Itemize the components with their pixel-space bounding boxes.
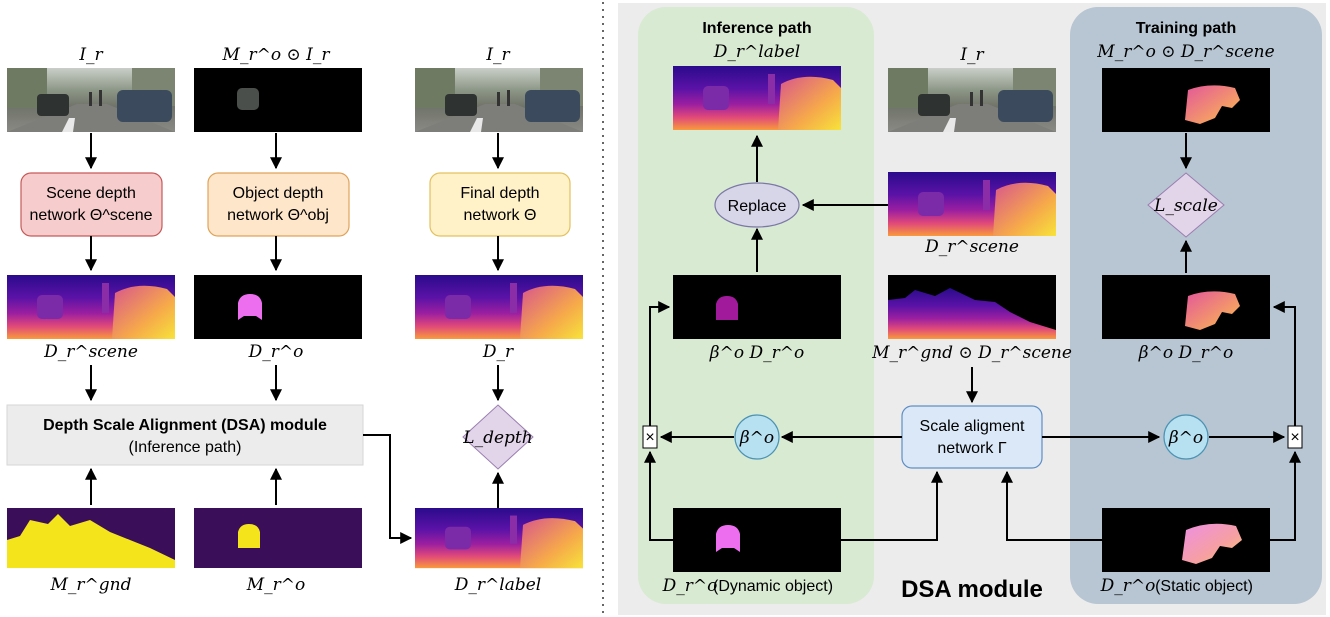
depth-loss-diamond bbox=[462, 404, 534, 470]
scene-depth-network-box bbox=[20, 172, 163, 237]
col2-input-image bbox=[194, 68, 362, 132]
scaled-object-shape bbox=[716, 296, 738, 320]
inference-label-image bbox=[673, 66, 841, 130]
multiply-to-output-arrow bbox=[649, 301, 671, 426]
static-label-text: (Static object) bbox=[1155, 578, 1253, 595]
col3-input-label: I_r bbox=[485, 45, 510, 65]
scene-network-line2: network Θ^scene bbox=[29, 207, 152, 224]
dynamic-to-scale-arrow bbox=[841, 470, 943, 541]
dynamic-object-image bbox=[673, 508, 841, 572]
dsa-module-box bbox=[6, 404, 364, 466]
training-mid-label: β^o D_r^o bbox=[1138, 343, 1233, 363]
ground-depth-shape bbox=[888, 288, 1056, 339]
dsa-to-label-arrow bbox=[363, 434, 413, 544]
inference-beta-image bbox=[673, 275, 841, 339]
training-beta-label: β^o bbox=[1168, 428, 1203, 448]
scale-loss-diamond bbox=[1147, 172, 1225, 238]
col3-input-image bbox=[415, 68, 583, 132]
scale-loss-label: L_scale bbox=[1153, 196, 1218, 216]
dsa-title: Depth Scale Alignment (DSA) module bbox=[43, 417, 327, 434]
ground-mask-shape bbox=[7, 514, 175, 568]
replace-node bbox=[714, 182, 800, 228]
dsa-module-title: DSA module bbox=[901, 576, 1043, 603]
car-patch bbox=[237, 88, 259, 110]
scene-network-line1: Scene depth bbox=[46, 185, 136, 202]
final-depth-network-box bbox=[429, 172, 571, 237]
center-top-label: I_r bbox=[959, 45, 984, 65]
dynamic-object-shape bbox=[716, 525, 740, 552]
center-gnd-label: M_r^gnd ⊙ D_r^scene bbox=[871, 343, 1072, 363]
inference-mid-label: β^o D_r^o bbox=[709, 343, 804, 363]
scale-net-line1: Scale aligment bbox=[920, 418, 1026, 435]
final-network-line1: Final depth bbox=[460, 185, 539, 202]
inference-beta-label: β^o bbox=[739, 428, 774, 448]
training-beta-image bbox=[1102, 275, 1270, 339]
col3-label-image bbox=[415, 508, 583, 569]
object-mask-shape bbox=[238, 524, 260, 548]
static-target-shape bbox=[1185, 85, 1240, 124]
dynamic-label-math: D_r^o bbox=[662, 576, 718, 596]
final-network-line2: network Θ bbox=[464, 207, 537, 224]
scale-alignment-network-box bbox=[901, 405, 1043, 469]
col3-bottom-label: D_r^label bbox=[454, 575, 541, 595]
col2-depth-image bbox=[194, 275, 362, 339]
dynamic-to-multiply-arrow bbox=[644, 450, 673, 541]
replace-label: Replace bbox=[728, 198, 787, 215]
col1-depth-image bbox=[7, 275, 175, 339]
center-scene-depth-image bbox=[888, 172, 1056, 236]
center-scene-label: D_r^scene bbox=[924, 237, 1019, 257]
col1-input-image bbox=[7, 68, 175, 132]
training-top-label: M_r^o ⊙ D_r^scene bbox=[1096, 42, 1274, 62]
dsa-subtitle: (Inference path) bbox=[129, 439, 242, 456]
col3-output-label: D_r bbox=[482, 342, 514, 362]
inference-multiply-symbol: × bbox=[645, 429, 654, 446]
object-mask-image bbox=[194, 508, 362, 568]
obj-network-line1: Object depth bbox=[233, 185, 324, 202]
training-beta-node bbox=[1163, 414, 1209, 460]
obj-network-line2: network Θ^obj bbox=[227, 207, 329, 224]
col3-depth-image bbox=[415, 275, 583, 339]
static-object-shape bbox=[1182, 523, 1242, 564]
object-depth-shape bbox=[238, 294, 262, 320]
dynamic-label-text: (Dynamic object) bbox=[713, 578, 833, 595]
scaled-static-shape bbox=[1185, 291, 1240, 330]
col1-output-label: D_r^scene bbox=[43, 342, 138, 362]
training-multiply-symbol: × bbox=[1290, 429, 1299, 446]
object-depth-network-box bbox=[207, 172, 350, 237]
static-to-multiply-arrow bbox=[1270, 450, 1301, 541]
static-label-math: D_r^o bbox=[1100, 576, 1156, 596]
center-input-image bbox=[888, 68, 1056, 132]
col2-input-label: M_r^o ⊙ I_r bbox=[222, 45, 331, 65]
multiply-to-output-arrow-train bbox=[1272, 301, 1296, 426]
col2-output-label: D_r^o bbox=[248, 342, 304, 362]
inference-top-label: D_r^label bbox=[713, 42, 800, 62]
inference-beta-node bbox=[734, 414, 780, 460]
training-target-image bbox=[1102, 68, 1270, 132]
col1-input-label: I_r bbox=[78, 45, 103, 65]
col1-bottom-label: M_r^gnd bbox=[50, 575, 132, 595]
scale-net-line2: network Γ bbox=[937, 440, 1006, 457]
depth-loss-label: L_depth bbox=[462, 428, 532, 448]
static-to-scale-arrow bbox=[1001, 470, 1102, 541]
training-path-title: Training path bbox=[1136, 20, 1236, 37]
inference-path-title: Inference path bbox=[702, 20, 811, 37]
col2-bottom-label: M_r^o bbox=[246, 575, 306, 595]
